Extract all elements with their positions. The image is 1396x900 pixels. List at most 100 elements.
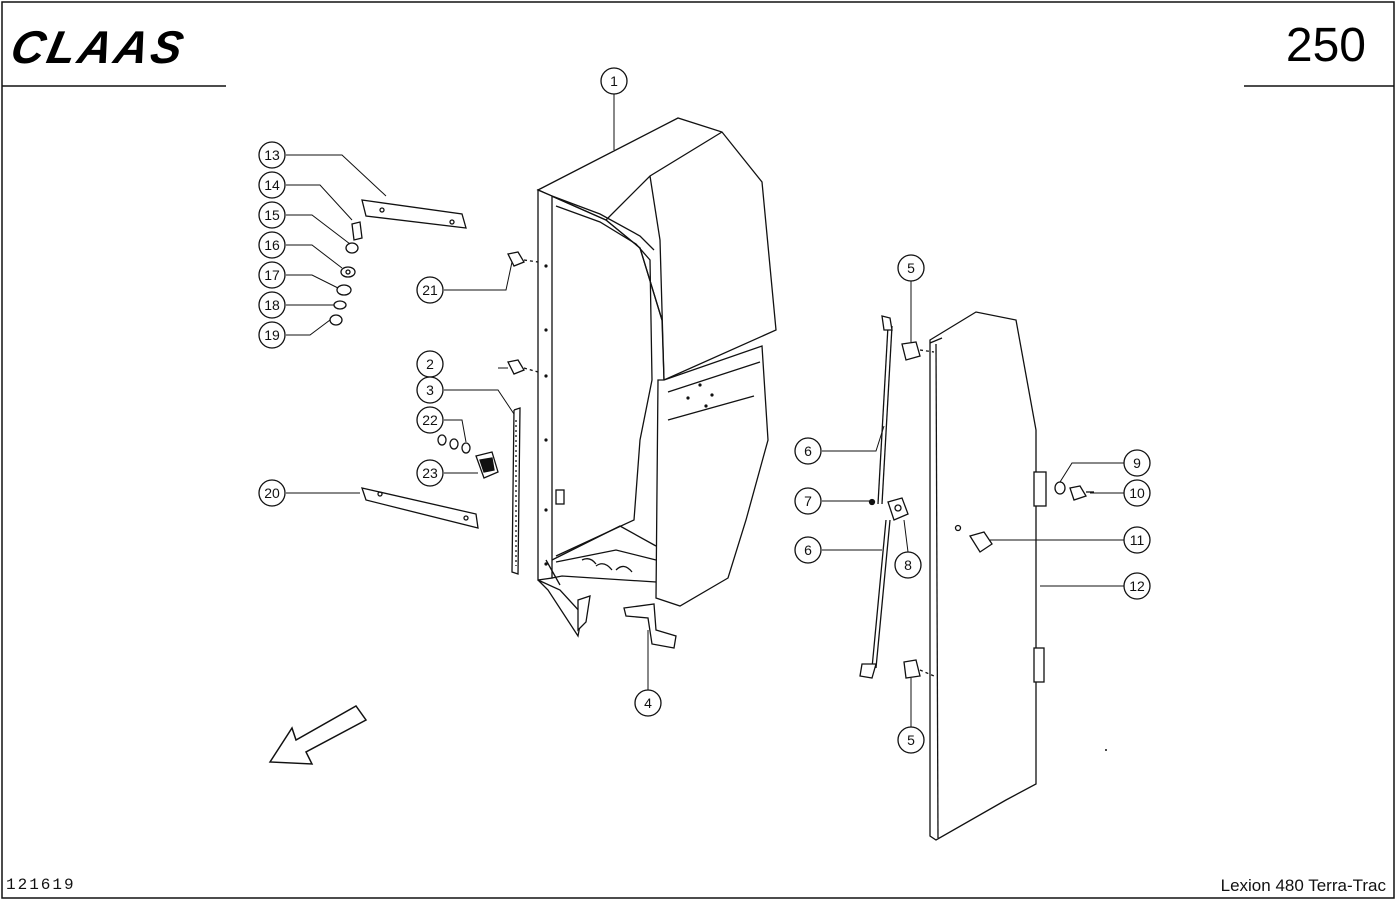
callout-c11: 11 [1123, 526, 1151, 554]
part-hinge-upper [901, 341, 935, 361]
part-washer-17 [336, 284, 352, 296]
callout-circle [258, 261, 286, 289]
callout-circle [1123, 572, 1151, 600]
callout-c10: 10 [1123, 479, 1151, 507]
callout-c20: 20 [258, 479, 286, 507]
callout-c4: 4 [634, 689, 662, 717]
callout-label: 20 [264, 485, 280, 501]
part-cab-frame [536, 117, 777, 638]
callout-label: 9 [1133, 455, 1141, 471]
callout-circle [258, 201, 286, 229]
callout-circle [894, 551, 922, 579]
part-rod-lower [859, 519, 891, 679]
callout-c18: 18 [258, 291, 286, 319]
callout-circle [794, 536, 822, 564]
callout-c12: 12 [1123, 572, 1151, 600]
callout-label: 14 [264, 177, 280, 193]
callout-label: 10 [1129, 485, 1145, 501]
callout-label: 6 [804, 542, 812, 558]
callout-c8: 8 [894, 551, 922, 579]
callout-circle [1123, 479, 1151, 507]
part-bearing-bracket [887, 497, 909, 521]
part-hinge-lower [903, 659, 935, 679]
part-rod-upper [877, 315, 893, 505]
callout-label: 16 [264, 237, 280, 253]
callout-label: 11 [1130, 532, 1145, 548]
callout-c7: 7 [794, 487, 822, 515]
callout-circle [600, 67, 628, 95]
callout-circle [416, 276, 444, 304]
callout-c9: 9 [1123, 449, 1151, 477]
callout-circle [416, 459, 444, 487]
part-bolt-14 [351, 221, 363, 241]
callout-label: 22 [422, 412, 438, 428]
callout-label: 17 [264, 267, 280, 283]
part-bolt-21 [507, 251, 539, 267]
callout-c21: 21 [416, 276, 444, 304]
part-nut-16 [340, 266, 356, 278]
part-lock-11 [954, 524, 993, 553]
part-strap-13 [361, 199, 467, 229]
leader-lines [286, 94, 1124, 727]
callout-c5a: 5 [897, 254, 925, 282]
part-seal-strip [511, 407, 521, 575]
callout-c1: 1 [600, 67, 628, 95]
callout-circle [258, 479, 286, 507]
callout-circle [897, 254, 925, 282]
callout-c3: 3 [416, 376, 444, 404]
callout-circle [1123, 526, 1151, 554]
part-door-panel [929, 311, 1047, 841]
callout-circle [258, 321, 286, 349]
callout-label: 8 [904, 557, 912, 573]
callout-label: 13 [264, 147, 280, 163]
callout-circle [416, 376, 444, 404]
model-name: Lexion 480 Terra-Trac [1220, 876, 1386, 895]
part-strap-20 [361, 487, 479, 529]
callout-label: 21 [422, 282, 438, 298]
part-bolt-10 [1069, 485, 1094, 501]
part-washer-9 [1054, 481, 1066, 495]
callout-c6a: 6 [794, 437, 822, 465]
part-bolt-2 [507, 359, 539, 375]
part-washer-18 [333, 300, 347, 310]
callout-c14: 14 [258, 171, 286, 199]
callout-label: 5 [907, 732, 915, 748]
callout-label: 18 [264, 297, 280, 313]
part-bracket-4 [623, 603, 677, 649]
callout-circle [258, 171, 286, 199]
callout-c22: 22 [416, 406, 444, 434]
part-pin-small [868, 498, 876, 506]
callout-circle [258, 231, 286, 259]
callout-label: 4 [644, 695, 652, 711]
callout-label: 15 [264, 207, 280, 223]
callout-label: 6 [804, 443, 812, 459]
callout-label: 3 [426, 382, 434, 398]
callout-label: 23 [422, 465, 438, 481]
part-nut-15 [345, 242, 359, 254]
callout-circle [897, 726, 925, 754]
direction-arrow-icon [268, 705, 368, 765]
callout-c15: 15 [258, 201, 286, 229]
callout-c16: 16 [258, 231, 286, 259]
callout-c2: 2 [416, 350, 444, 378]
callout-circle [634, 689, 662, 717]
part-handle-23 [475, 451, 499, 479]
callout-c5b: 5 [897, 726, 925, 754]
callout-circle [794, 487, 822, 515]
callout-circle [1123, 449, 1151, 477]
callout-circle [258, 291, 286, 319]
callout-c13: 13 [258, 141, 286, 169]
callout-circle [794, 437, 822, 465]
callout-c23: 23 [416, 459, 444, 487]
callout-label: 7 [804, 493, 812, 509]
callout-label: 19 [264, 327, 280, 343]
callout-label: 5 [907, 260, 915, 276]
callout-c19: 19 [258, 321, 286, 349]
part-nut-19 [329, 314, 343, 326]
page-number: 250 [1285, 19, 1366, 72]
callout-circle [416, 406, 444, 434]
